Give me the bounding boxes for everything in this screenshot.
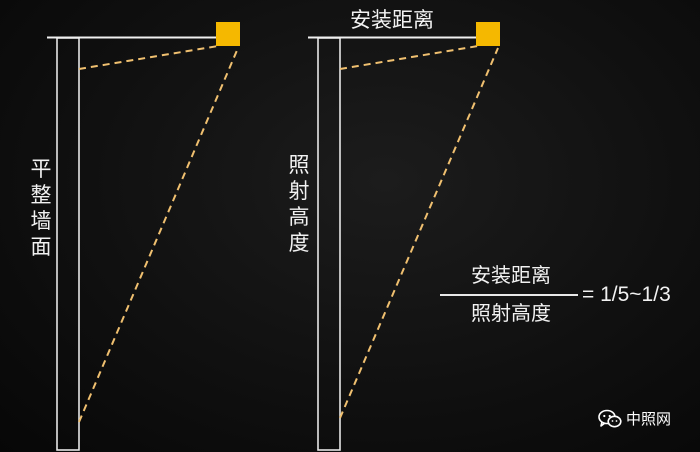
left-wall — [56, 37, 80, 451]
fraction-bar — [440, 294, 578, 296]
watermark-text: 中照网 — [626, 410, 672, 428]
formula-numerator: 安装距离 — [471, 263, 551, 287]
formula-ratio: = 1/5~1/3 — [582, 283, 671, 306]
illumination-height-label: 照射高度 — [288, 153, 310, 255]
wall-label: 平整墙面 — [30, 157, 52, 259]
right-panel — [308, 22, 500, 451]
right-wall — [317, 37, 341, 451]
left-light-fixture — [216, 22, 240, 46]
right-upper-beam — [339, 45, 479, 70]
left-panel — [47, 22, 240, 451]
wechat-icon — [598, 409, 622, 429]
left-upper-beam — [78, 45, 219, 70]
formula-denominator: 照射高度 — [471, 301, 551, 325]
left-lower-beam — [78, 47, 239, 423]
right-lower-beam — [339, 47, 499, 419]
right-light-fixture — [476, 22, 500, 46]
install-distance-label: 安装距离 — [350, 8, 434, 32]
ratio-formula: 安装距离 照射高度 = 1/5~1/3 — [438, 262, 700, 336]
watermark: 中照网 — [598, 409, 671, 429]
